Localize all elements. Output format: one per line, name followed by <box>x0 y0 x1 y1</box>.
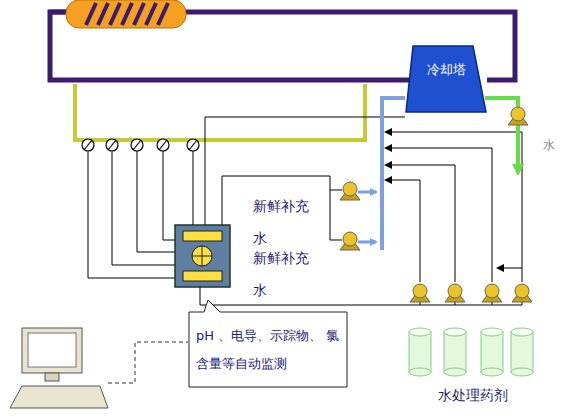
water-label: 新鲜补充 水 <box>253 190 317 254</box>
pumps <box>343 232 357 246</box>
signal-wires <box>330 190 342 191</box>
computer <box>45 373 59 381</box>
computer <box>10 328 188 408</box>
chemical-tanks <box>409 368 431 376</box>
sensors <box>82 139 94 151</box>
signal-wires <box>193 151 194 225</box>
cooling-tower: 冷却塔 <box>405 45 487 113</box>
sampling-pipe <box>75 84 365 140</box>
chemical-tanks <box>409 332 431 372</box>
monitor-callout: pH 、电导、示踪物、 氯含量等自动监测 <box>188 300 348 388</box>
heat-exchanger <box>110 3 120 25</box>
makeup-water-pipe <box>382 98 405 250</box>
makeup-water-pipe <box>358 98 405 250</box>
chemical-label: 水处理药剂 <box>438 386 528 404</box>
signal-wires <box>200 287 522 305</box>
signal-wires <box>88 151 175 278</box>
heat-exchanger <box>134 3 144 25</box>
pumps <box>511 107 525 121</box>
sensors <box>133 140 141 150</box>
computer <box>28 333 76 367</box>
controller <box>183 271 222 281</box>
pumps <box>343 182 357 196</box>
signal-wires <box>137 151 175 252</box>
sensors <box>82 139 199 151</box>
makeup-water-pipe <box>358 191 376 194</box>
chemical-tanks <box>444 328 466 336</box>
callout-shape <box>189 300 347 387</box>
tower-name: 冷却塔 <box>409 61 483 79</box>
heat-exchanger <box>66 0 186 28</box>
callout-text: pH 、电导、示踪物、 氯含量等自动监测 <box>196 322 340 378</box>
sensors <box>131 139 143 151</box>
heat-exchanger <box>158 3 168 25</box>
pumps <box>448 284 462 298</box>
makeup-water-pipe <box>358 241 376 244</box>
controller <box>183 231 222 241</box>
sampling-pipe <box>75 84 365 140</box>
tower-shape <box>406 46 486 112</box>
signal-wires <box>386 132 522 282</box>
sensors <box>84 140 92 150</box>
chemical-tanks <box>481 328 503 336</box>
computer <box>108 342 188 383</box>
sensors <box>189 140 197 150</box>
chemical-tanks <box>481 332 503 372</box>
heat-exchanger <box>86 3 96 25</box>
signal-wires <box>112 151 175 265</box>
heat-exchanger <box>146 3 156 25</box>
sensors <box>106 139 118 151</box>
signal-wires <box>88 117 522 305</box>
heat-exchanger <box>122 3 132 25</box>
chemical-tanks <box>444 368 466 376</box>
computer <box>10 386 108 408</box>
heat-exchanger <box>66 0 186 28</box>
pumps <box>340 107 532 302</box>
monitor-callout-outline <box>188 300 348 388</box>
chemical-tanks <box>511 328 533 336</box>
signal-wires <box>386 148 492 282</box>
chemical-tanks <box>511 368 533 376</box>
controller <box>175 225 230 287</box>
chemical-tanks <box>481 368 503 376</box>
chemical-tanks <box>409 328 533 376</box>
chemical-tanks <box>409 328 431 336</box>
heat-exchanger <box>98 3 108 25</box>
blowdown-pipe <box>516 122 520 170</box>
signal-wires <box>386 180 420 282</box>
heat-exchanger <box>86 3 168 25</box>
pumps <box>413 284 427 298</box>
signal-wires <box>498 268 522 269</box>
sensors <box>157 139 169 151</box>
controller <box>192 246 212 266</box>
sensors <box>108 140 116 150</box>
computer <box>22 328 82 373</box>
controller <box>175 225 230 287</box>
water-label: 新鲜补充 水 <box>253 242 317 306</box>
cooling-tower-outline <box>405 45 487 113</box>
chemical-tanks <box>511 332 533 372</box>
sensors <box>159 140 167 150</box>
controller <box>192 246 212 266</box>
signal-wires <box>163 151 175 240</box>
water-label: 水 <box>543 137 559 153</box>
pumps <box>515 284 529 298</box>
pumps <box>485 284 499 298</box>
signal-wires <box>386 165 455 282</box>
sensors <box>187 139 199 151</box>
chemical-tanks <box>444 332 466 372</box>
